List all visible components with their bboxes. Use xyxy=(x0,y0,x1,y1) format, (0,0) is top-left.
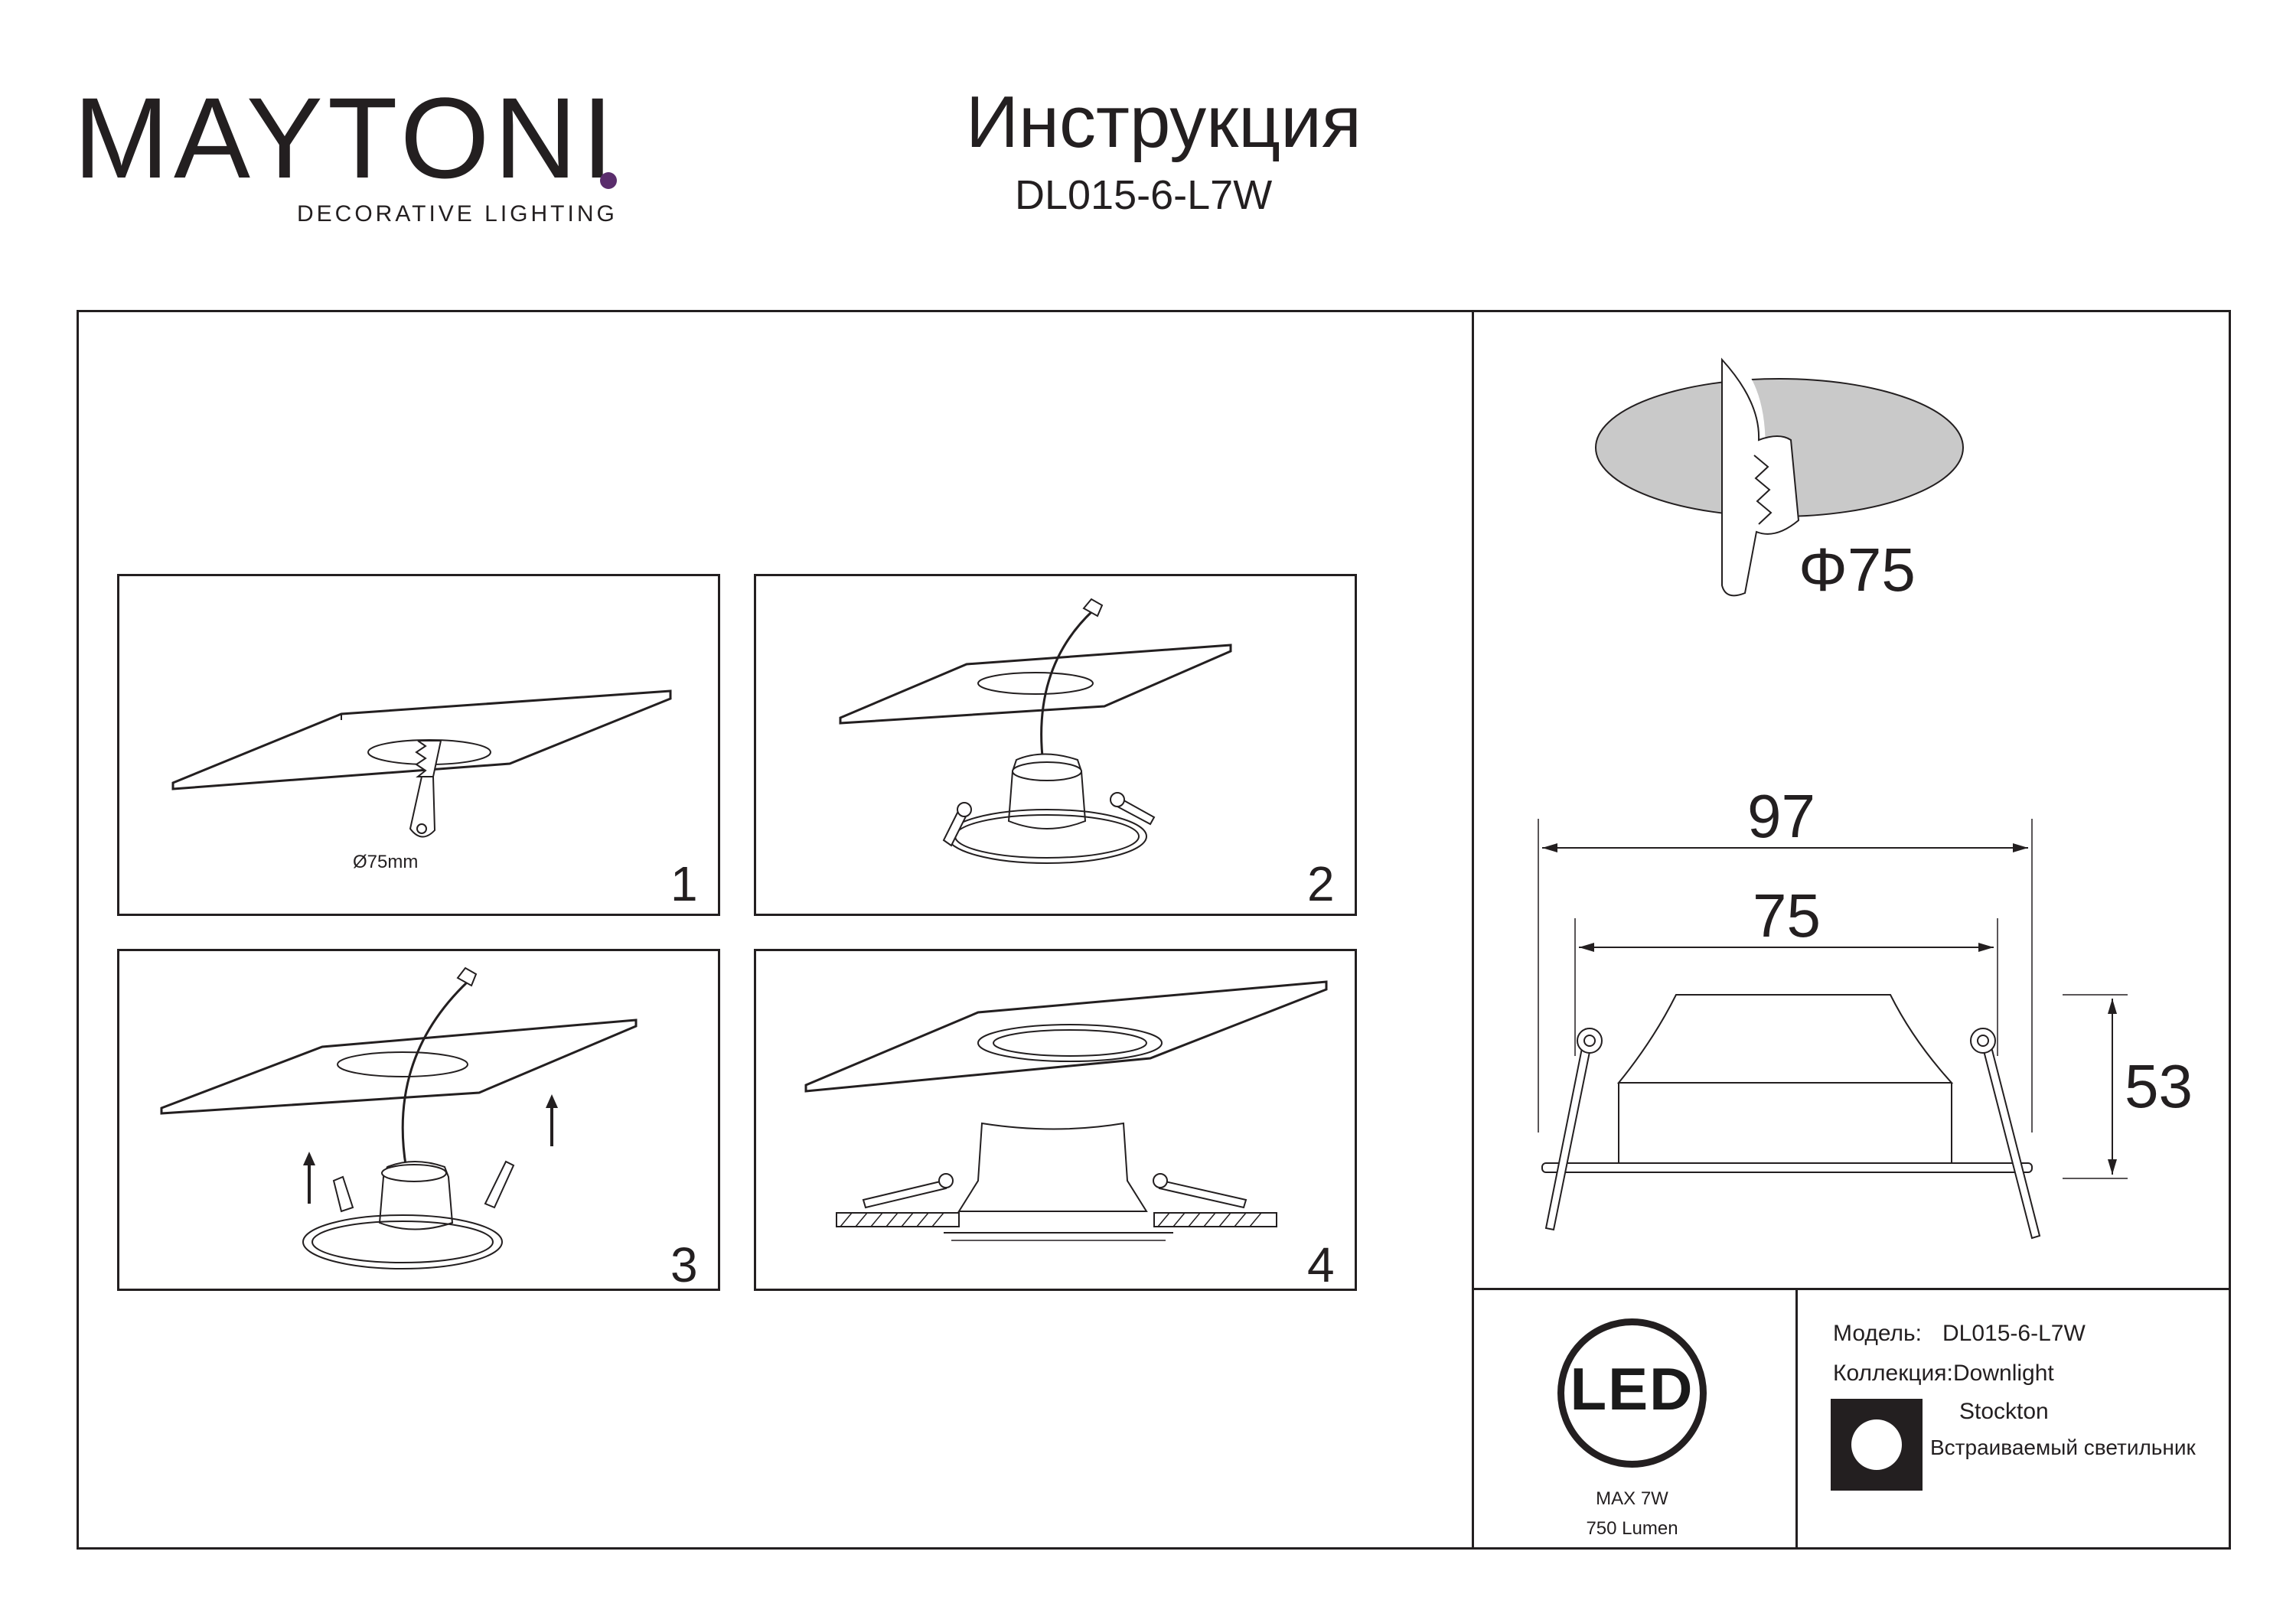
product-icon-circle xyxy=(1851,1419,1902,1470)
frame-divider-horizontal xyxy=(1472,1288,2231,1290)
spec-divider xyxy=(1795,1288,1798,1550)
page-title: Инструкция xyxy=(966,81,1362,163)
dimension-drawing xyxy=(1538,819,2128,1240)
step-1-caption: Ø75mm xyxy=(353,852,419,872)
step-panel-1: Ø75mm 1 xyxy=(117,574,720,916)
page-model: DL015-6-L7W xyxy=(1015,172,1273,218)
frame-divider-vertical xyxy=(1472,310,1474,1550)
brand-tagline: DECORATIVE LIGHTING xyxy=(297,201,618,227)
step-3-number: 3 xyxy=(670,1237,698,1292)
step-2-number: 2 xyxy=(1307,856,1335,911)
spec-collection-label: Коллекция: xyxy=(1833,1361,1953,1386)
spec-collection-value: Downlight xyxy=(1953,1361,2054,1386)
spec-type: Встраиваемый светильник xyxy=(1930,1436,2196,1459)
led-badge-icon: LED xyxy=(1557,1318,1707,1468)
brand-name: MAYTONI xyxy=(73,73,618,202)
instruction-frame xyxy=(77,310,2231,1550)
inner-width-label: 75 xyxy=(1753,882,1821,950)
step-2-illustration xyxy=(839,598,1232,864)
spec-model-value: DL015-6-L7W xyxy=(1942,1321,2086,1346)
step-4-number: 4 xyxy=(1307,1237,1335,1292)
led-max-power: MAX 7W xyxy=(1596,1488,1668,1509)
cutout-diagram xyxy=(1595,353,1964,597)
led-badge-label: LED xyxy=(1570,1355,1694,1423)
spec-model-label: Модель: xyxy=(1833,1321,1923,1346)
step-3-illustration xyxy=(160,966,638,1269)
led-lumen: 750 Lumen xyxy=(1586,1518,1678,1539)
outer-width-label: 97 xyxy=(1747,782,1815,850)
height-label: 53 xyxy=(2125,1052,2193,1120)
product-icon xyxy=(1831,1399,1923,1491)
step-panel-2: 2 xyxy=(754,574,1357,916)
step-panel-4: 4 xyxy=(754,949,1357,1291)
spec-series: Stockton xyxy=(1959,1399,2049,1424)
brand-logo: MAYTONI DECORATIVE LIGHTING xyxy=(73,80,617,227)
step-4-illustration xyxy=(804,980,1328,1241)
brand-dot xyxy=(600,172,617,189)
cutout-diameter-label: Φ75 xyxy=(1799,536,1916,604)
step-1-illustration xyxy=(171,689,672,838)
step-1-number: 1 xyxy=(670,856,698,911)
step-panel-3: 3 xyxy=(117,949,720,1291)
